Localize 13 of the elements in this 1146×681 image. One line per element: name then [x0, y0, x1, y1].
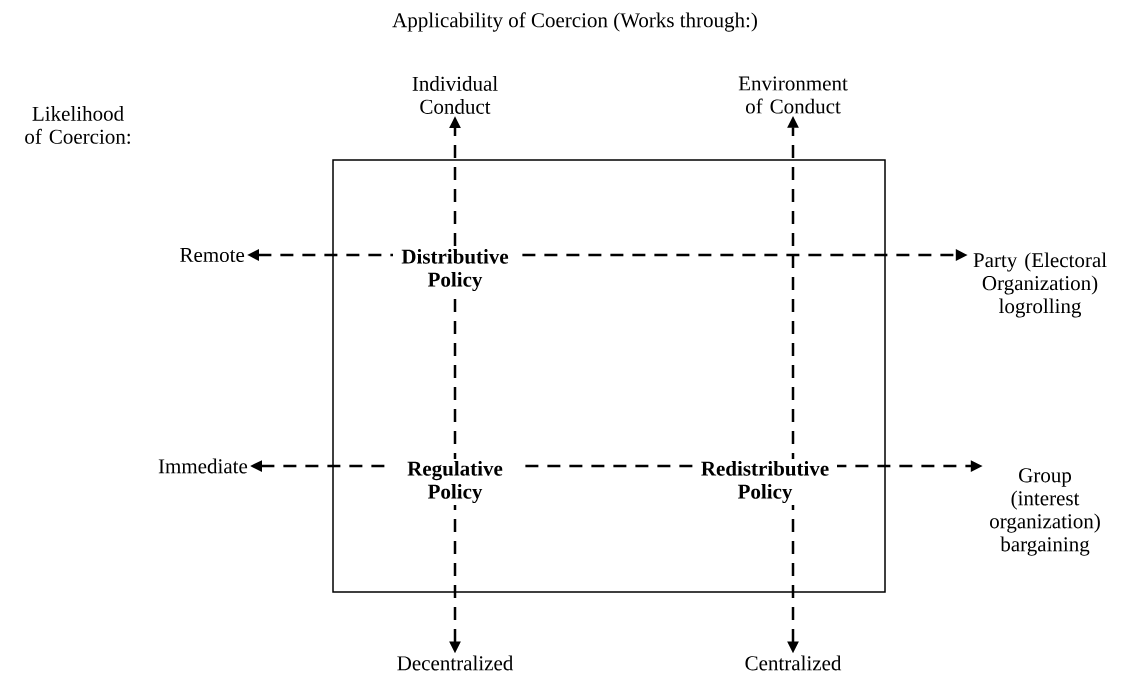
axis-end-label: Party (Electoral Organization) logrolling — [973, 252, 1107, 318]
axis-end-label: Remote — [180, 248, 245, 262]
axis-title: Likelihood of Coercion: — [25, 106, 130, 144]
axis-end-label: Decentralized — [397, 655, 514, 671]
axis-end-label: Individual Conduct — [412, 76, 498, 114]
quadrant-label: Regulative Policy — [393, 458, 517, 506]
axis-end-label: Group (interest organization) bargaining — [990, 468, 1100, 556]
quadrant-label: Redistributive Policy — [693, 458, 837, 506]
axis-end-label: Environment of Conduct — [738, 76, 848, 114]
axis-end-label: Immediate — [158, 458, 248, 474]
diagram-title: Applicability of Coercion (Works through:) — [392, 12, 757, 32]
quadrant-label: Distributive Policy — [393, 246, 517, 294]
axis-end-label: Centralized — [745, 655, 842, 671]
